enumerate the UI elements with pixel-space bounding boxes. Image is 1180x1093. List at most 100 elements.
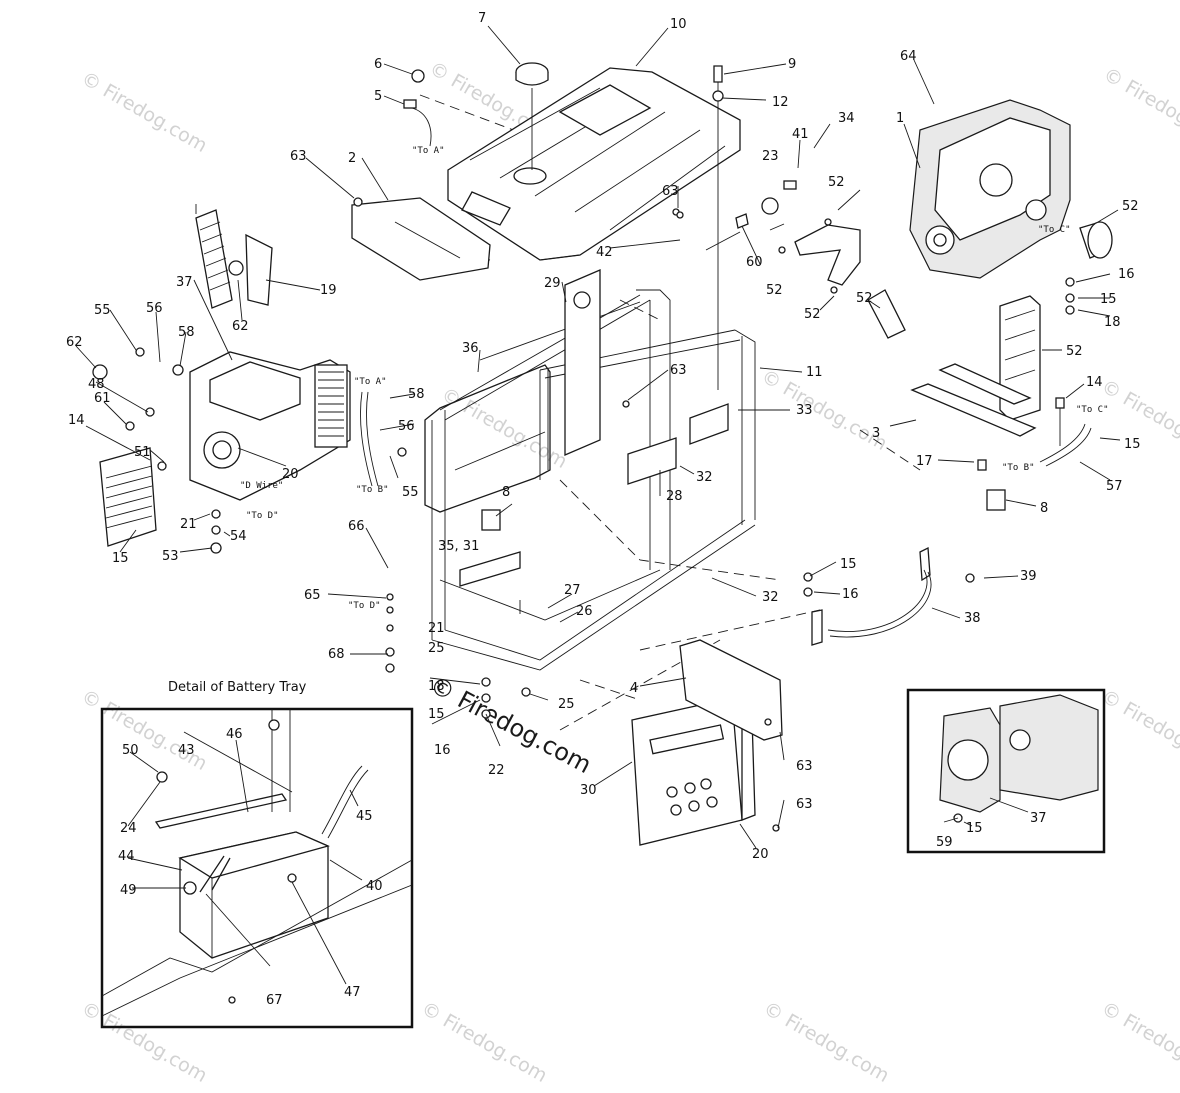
part-label: 16 bbox=[434, 743, 451, 758]
part-label: 3 bbox=[872, 426, 880, 441]
part-label: 36 bbox=[462, 341, 479, 356]
part-label: 33 bbox=[796, 403, 813, 418]
part-label: 8 bbox=[1040, 501, 1048, 516]
part-label: 62 bbox=[232, 319, 249, 334]
note-to-c: "To C" bbox=[1038, 225, 1071, 235]
watermark: © Firedog.com bbox=[78, 685, 211, 775]
part-label: 9 bbox=[788, 57, 796, 72]
engine-detail bbox=[908, 690, 1104, 852]
part-label: 1 bbox=[896, 111, 904, 126]
end-cover bbox=[100, 448, 156, 546]
part-label: 40 bbox=[366, 879, 383, 894]
watermark: © Firedog.com bbox=[418, 997, 551, 1087]
part-label: 19 bbox=[320, 283, 337, 298]
part-label: 52 bbox=[828, 175, 845, 190]
part-label: 49 bbox=[120, 883, 137, 898]
part-label: 65 bbox=[304, 588, 321, 603]
part-label: 67 bbox=[266, 993, 283, 1008]
part-label: 56 bbox=[146, 301, 163, 316]
part-label: 53 bbox=[162, 549, 179, 564]
part-label: 66 bbox=[348, 519, 365, 534]
part-label: 39 bbox=[1020, 569, 1037, 584]
part-label: 43 bbox=[178, 743, 195, 758]
part-label: 8 bbox=[502, 485, 510, 500]
air-cleaner bbox=[1080, 222, 1112, 258]
part-label: 35, 31 bbox=[438, 539, 479, 554]
part-label: 14 bbox=[68, 413, 85, 428]
part-label: 52 bbox=[804, 307, 821, 322]
air-grille bbox=[196, 210, 272, 308]
part-label: 55 bbox=[402, 485, 419, 500]
part-label: 48 bbox=[88, 377, 105, 392]
part-label: 21 bbox=[180, 517, 197, 532]
part-label: 52 bbox=[856, 291, 873, 306]
part-label: 58 bbox=[178, 325, 195, 340]
part-label: 23 bbox=[762, 149, 779, 164]
part-label: 16 bbox=[1118, 267, 1135, 282]
watermark: © Firedog.com bbox=[78, 997, 211, 1087]
part-label: 32 bbox=[696, 470, 713, 485]
part-label: 21 bbox=[428, 621, 445, 636]
part-label: 6 bbox=[374, 57, 382, 72]
part-label: 15 bbox=[1100, 292, 1117, 307]
part-label: 52 bbox=[1122, 199, 1139, 214]
part-label: 52 bbox=[1066, 344, 1083, 359]
part-label: 60 bbox=[746, 255, 763, 270]
note-to-b: "To B" bbox=[356, 485, 389, 495]
part-label: 10 bbox=[670, 17, 687, 32]
part-label: 15 bbox=[966, 821, 983, 836]
part-label: 22 bbox=[488, 763, 505, 778]
note-to-c: "To C" bbox=[1076, 405, 1109, 415]
part-label: 17 bbox=[916, 454, 933, 469]
part-label: 15 bbox=[840, 557, 857, 572]
part-label: 46 bbox=[226, 727, 243, 742]
part-label: 16 bbox=[842, 587, 859, 602]
detail-title: Detail of Battery Tray bbox=[168, 680, 307, 695]
fuel-hose bbox=[1040, 424, 1091, 466]
part-label: 63 bbox=[670, 363, 687, 378]
part-label: 24 bbox=[120, 821, 137, 836]
part-label: 63 bbox=[796, 797, 813, 812]
part-label: 59 bbox=[936, 835, 953, 850]
part-label: 45 bbox=[356, 809, 373, 824]
watermark: © Firedog.com bbox=[438, 383, 571, 473]
part-label: 63 bbox=[290, 149, 307, 164]
part-label: 11 bbox=[806, 365, 823, 380]
part-label: 18 bbox=[428, 679, 445, 694]
part-label: 38 bbox=[964, 611, 981, 626]
part-label: 5 bbox=[374, 89, 382, 104]
part-label: 20 bbox=[282, 467, 299, 482]
part-label: 57 bbox=[1106, 479, 1123, 494]
part-label: 62 bbox=[66, 335, 83, 350]
part-label: 15 bbox=[112, 551, 129, 566]
part-label: 42 bbox=[596, 245, 613, 260]
note-to-a: "To A" bbox=[354, 377, 387, 387]
isolator-mount bbox=[482, 490, 1005, 530]
watermark: © Firedog.com bbox=[760, 997, 893, 1087]
part-label: 20 bbox=[752, 847, 769, 862]
part-label: 30 bbox=[580, 783, 597, 798]
note-to-d: "To D" bbox=[348, 601, 381, 611]
note-to-a: "To A" bbox=[412, 146, 445, 156]
part-label: 18 bbox=[1104, 315, 1121, 330]
part-label: 52 bbox=[766, 283, 783, 298]
part-label: 7 bbox=[478, 11, 486, 26]
part-label: 25 bbox=[428, 641, 445, 656]
part-label: 29 bbox=[544, 276, 561, 291]
part-label: 54 bbox=[230, 529, 247, 544]
watermark: © Firedog.com bbox=[1100, 63, 1180, 153]
part-label: 27 bbox=[564, 583, 581, 598]
part-label: 26 bbox=[576, 604, 593, 619]
part-label: 55 bbox=[94, 303, 111, 318]
part-label: 37 bbox=[1030, 811, 1047, 826]
part-label: 50 bbox=[122, 743, 139, 758]
watermark-main: © Firedog.com bbox=[425, 671, 596, 780]
wire-harness bbox=[360, 108, 431, 486]
part-label: 58 bbox=[408, 387, 425, 402]
watermark: © Firedog.com bbox=[1098, 997, 1180, 1087]
part-label: 51 bbox=[134, 445, 151, 460]
part-label: 25 bbox=[558, 697, 575, 712]
note-to-b: "To B" bbox=[1002, 463, 1035, 473]
part-label: 32 bbox=[762, 590, 779, 605]
